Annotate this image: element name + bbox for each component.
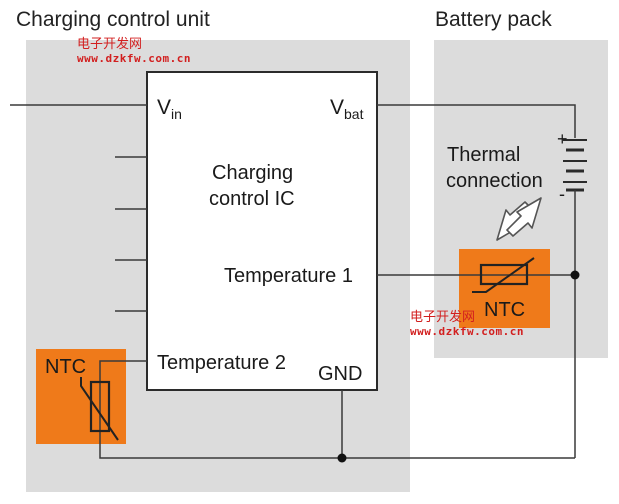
temp1-label: Temperature 1: [224, 265, 353, 287]
ntc-charger-label: NTC: [45, 356, 87, 378]
ic-name-line1: Charging: [212, 162, 294, 184]
charging-unit-title: Charging control unit: [16, 8, 210, 31]
battery-pack-title: Battery pack: [435, 8, 552, 31]
ntc-battery-label: NTC: [484, 299, 526, 321]
thermal-connection-line1: Thermal: [447, 144, 521, 166]
ic-name-line2: control IC: [209, 188, 295, 210]
battery-plus-sign: +: [557, 129, 568, 149]
thermal-connection-line2: connection: [446, 170, 543, 192]
junction-dot: [337, 453, 347, 463]
ntc-block-battery: [459, 249, 550, 328]
charging-ic-box: [146, 71, 378, 391]
junction-dot: [570, 270, 580, 280]
watermark-cn-mid: 电子开发网: [410, 310, 476, 325]
temp2-label: Temperature 2: [157, 352, 286, 374]
thermal-double-arrow: [496, 197, 542, 241]
vbat-label: Vbat: [330, 96, 364, 123]
battery-minus-sign: -: [559, 184, 565, 204]
watermark-url-top: www.dzkfw.com.cn: [77, 52, 191, 65]
vbat-wire: [377, 104, 576, 138]
vin-label: Vin: [157, 96, 182, 123]
watermark-url-mid: www.dzkfw.com.cn: [410, 325, 524, 338]
watermark-cn-top: 电子开发网: [77, 37, 143, 52]
thermistor-battery-symbol: [472, 257, 535, 293]
gnd-label: GND: [318, 363, 363, 385]
thermistor-charger-symbol: [80, 377, 119, 441]
